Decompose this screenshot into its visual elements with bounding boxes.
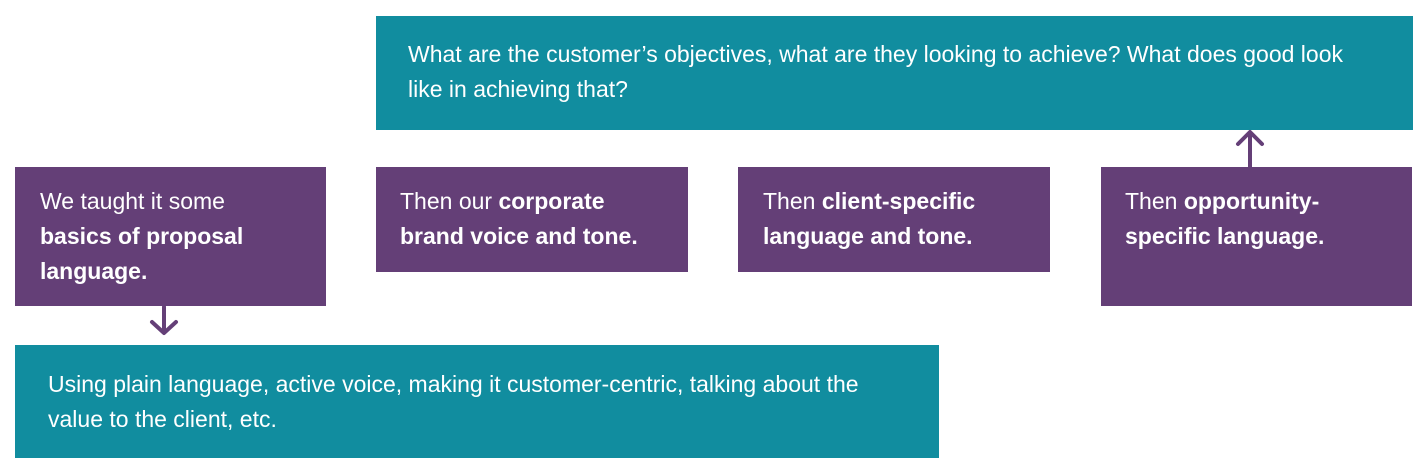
- arrow-up-icon: [1236, 130, 1264, 168]
- step-opportunity-specific: Then opportunity-specific language.: [1101, 167, 1412, 306]
- step-emphasis: corporate brand voice and tone.: [400, 188, 638, 249]
- step-prefix: Then: [1125, 188, 1184, 214]
- plain-language-box: Using plain language, active voice, maki…: [15, 345, 939, 458]
- step-corporate-voice: Then our corporate brand voice and tone.: [376, 167, 688, 272]
- arrow-down-icon: [150, 306, 178, 335]
- objectives-text: What are the customer’s objectives, what…: [408, 41, 1344, 102]
- step-emphasis: client-specific language and tone.: [763, 188, 976, 249]
- step-client-specific: Then client-specific language and tone.: [738, 167, 1050, 272]
- step-emphasis: basics of proposal language.: [40, 223, 244, 284]
- objectives-box: What are the customer’s objectives, what…: [376, 16, 1413, 130]
- step-emphasis: opportunity-specific language.: [1125, 188, 1325, 249]
- step-prefix: Then our: [400, 188, 499, 214]
- plain-language-text: Using plain language, active voice, maki…: [48, 371, 859, 432]
- step-prefix: We taught it some: [40, 188, 225, 214]
- step-proposal-basics: We taught it some basics of proposal lan…: [15, 167, 326, 306]
- step-prefix: Then: [763, 188, 822, 214]
